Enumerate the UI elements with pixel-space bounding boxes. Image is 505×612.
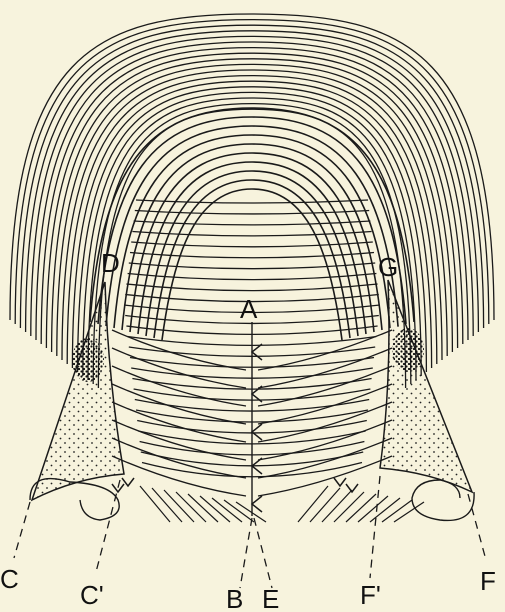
right-dense-stipple: [392, 328, 424, 372]
suture-mark: [252, 424, 262, 440]
left-descending-ridge: [112, 438, 246, 478]
hatch-stroke: [358, 496, 388, 522]
leader-lines: [14, 476, 486, 588]
label-F-prime: F': [360, 580, 381, 610]
outer-arch: [10, 14, 494, 320]
hatch-stroke: [346, 494, 376, 522]
suture-mark: [252, 344, 262, 360]
label-F: F: [480, 566, 496, 596]
label-G: G: [378, 252, 398, 282]
label-A: A: [240, 294, 258, 324]
label-E: E: [262, 584, 279, 612]
central-ridge: [134, 221, 371, 225]
central-ridge: [126, 284, 377, 291]
label-D: D: [101, 248, 120, 278]
central-ridge: [130, 253, 374, 258]
hatch-stroke: [370, 498, 400, 522]
suture-mark: [346, 484, 358, 492]
label-B: B: [226, 584, 243, 612]
suture-mark: [334, 478, 346, 486]
left-dense-stipple: [72, 338, 104, 382]
hatch-stroke: [382, 500, 412, 522]
label-C-prime: C': [80, 580, 104, 610]
hatch-stroke: [334, 492, 364, 522]
central-ridge: [129, 263, 375, 269]
suture-mark: [252, 496, 262, 512]
left-descending-ridge: [112, 384, 246, 424]
hatch-stroke: [298, 486, 328, 522]
hatch-stroke: [310, 488, 340, 522]
central-ridge: [131, 242, 373, 247]
left-triangular-field: [32, 282, 124, 500]
hatch-stroke: [322, 490, 352, 522]
label-C: C: [0, 564, 19, 594]
central-ridge: [136, 200, 368, 203]
right-triangular-field: [380, 280, 472, 492]
inner-loop: [90, 108, 414, 322]
